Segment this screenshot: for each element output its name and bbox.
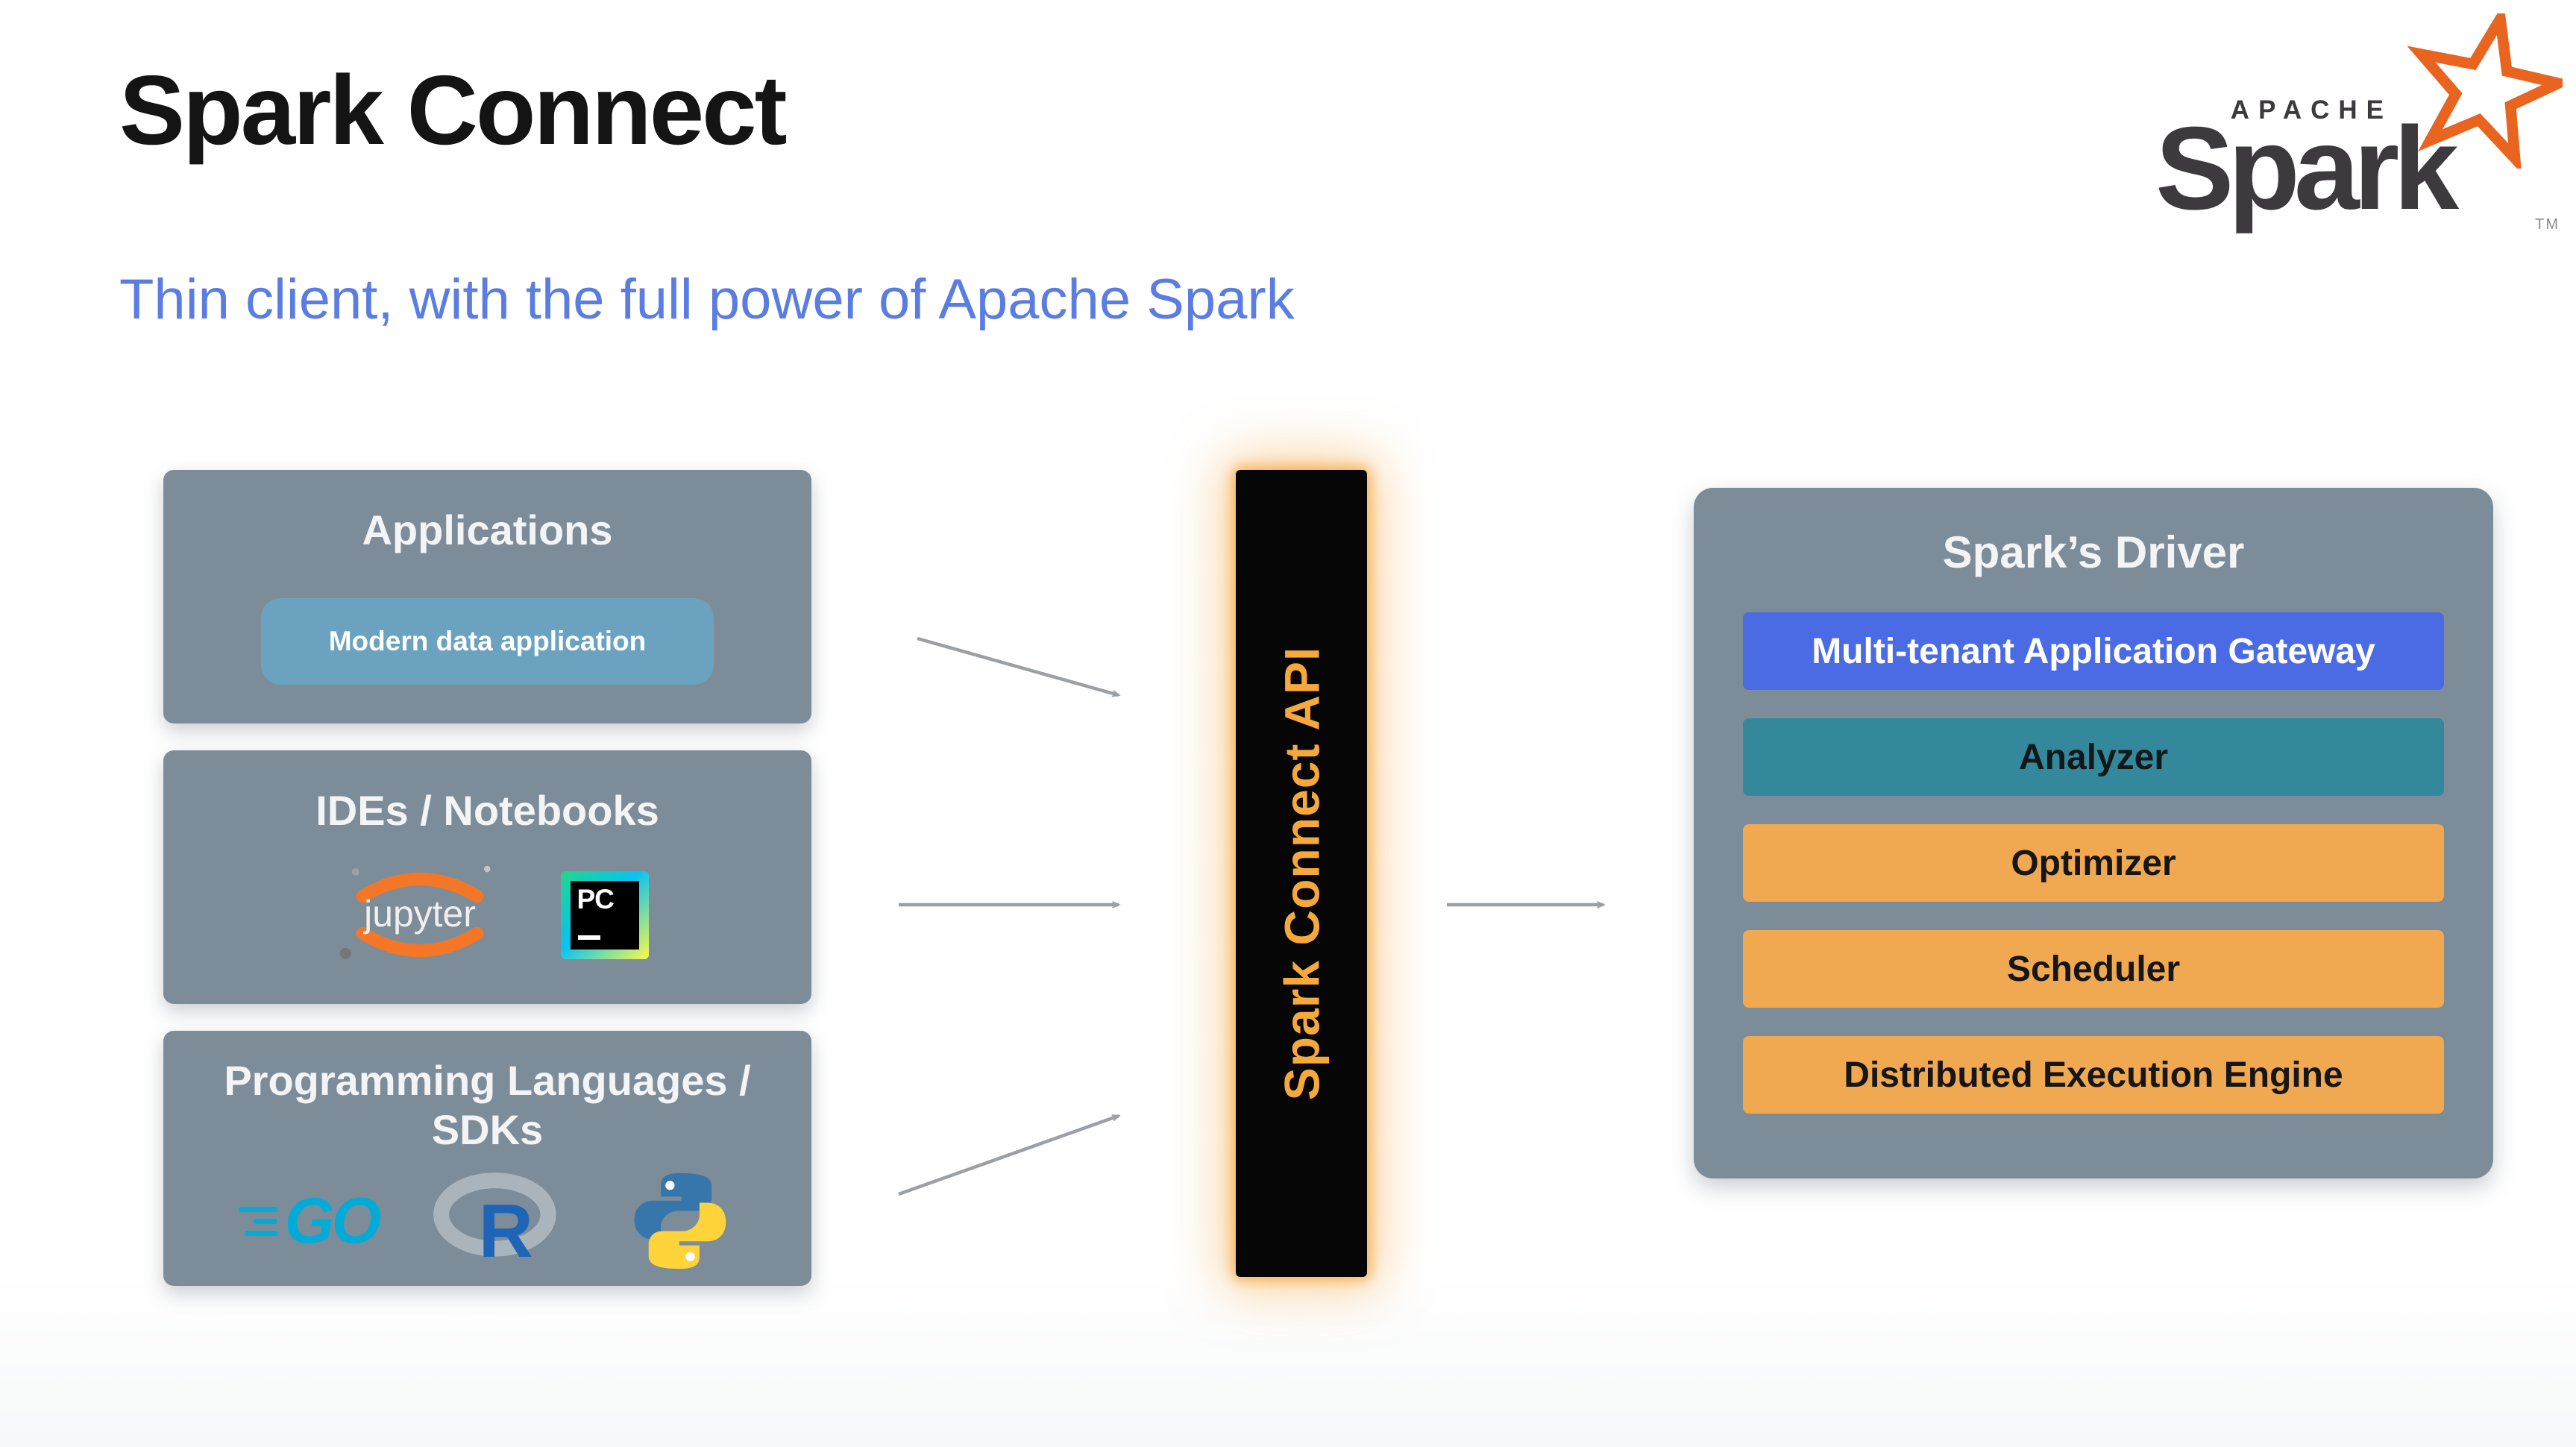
pycharm-pc-label: PC: [577, 883, 615, 914]
trademark-label: TM: [2535, 216, 2560, 233]
driver-row-gateway: Multi-tenant Application Gateway: [1743, 612, 2444, 690]
spark-driver-rows: Multi-tenant Application Gateway Analyze…: [1743, 612, 2444, 1114]
apache-spark-logo: APACHE Spark TM: [2151, 13, 2563, 245]
svg-text:jupyter: jupyter: [362, 893, 476, 935]
spark-driver-title: Spark’s Driver: [1942, 527, 2245, 577]
go-speed-lines: [238, 1206, 277, 1236]
pycharm-inner-square: PC: [570, 880, 639, 950]
arrow-applications-to-api: [917, 636, 1121, 697]
languages-icons-row: GO R: [163, 1165, 811, 1277]
modern-data-application-chip: Modern data application: [261, 598, 714, 685]
applications-title: Applications: [362, 506, 613, 553]
driver-row-analyzer: Analyzer: [1743, 718, 2444, 796]
languages-sdks-title: Programming Languages / SDKs: [224, 1057, 751, 1154]
ides-notebooks-title: IDEs / Notebooks: [315, 787, 659, 834]
page-title: Spark Connect: [119, 55, 788, 165]
pycharm-underscore: [577, 935, 600, 940]
go-wordmark: GO: [284, 1184, 382, 1257]
page-subtitle: Thin client, with the full power of Apac…: [119, 268, 1295, 331]
spark-driver-box: Spark’s Driver Multi-tenant Application …: [1694, 488, 2493, 1178]
spark-connect-api-bar: Spark Connect API: [1236, 470, 1367, 1277]
go-icon: GO: [238, 1184, 382, 1258]
driver-row-execution-engine: Distributed Execution Engine: [1743, 1036, 2444, 1114]
python-icon: [635, 1173, 726, 1269]
driver-row-scheduler: Scheduler: [1743, 930, 2444, 1008]
spark-star-icon: [2407, 13, 2563, 169]
spark-connect-api-label: Spark Connect API: [1274, 646, 1329, 1101]
r-logo-icon: R: [433, 1173, 556, 1272]
languages-sdks-box: Programming Languages / SDKs GO R: [163, 1031, 811, 1286]
ides-icons-row: jupyter PC: [163, 853, 811, 976]
applications-box: Applications Modern data application: [163, 470, 811, 724]
driver-row-optimizer: Optimizer: [1743, 824, 2444, 902]
jupyter-icon: jupyter: [339, 865, 490, 959]
pycharm-icon: PC: [560, 870, 649, 959]
svg-text:R: R: [479, 1189, 533, 1272]
ides-notebooks-box: IDEs / Notebooks jupyter PC: [163, 750, 811, 1004]
apache-wordmark: APACHE: [2230, 95, 2393, 125]
spark-wordmark: Spark: [2155, 103, 2459, 234]
arrow-languages-to-api: [898, 1114, 1121, 1196]
